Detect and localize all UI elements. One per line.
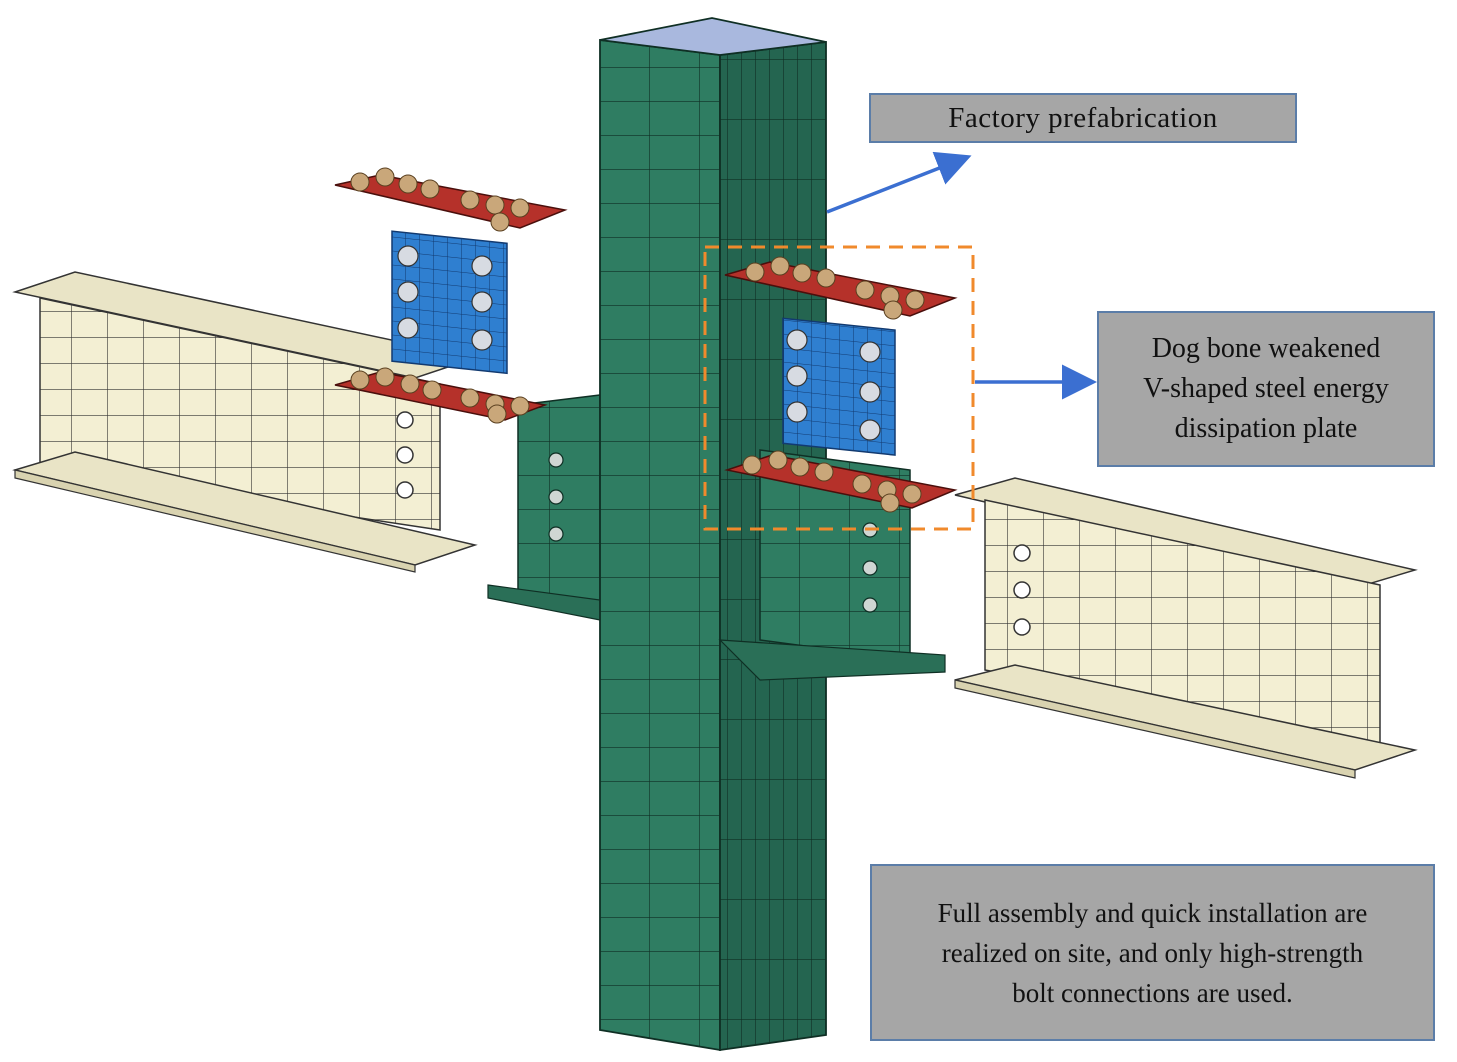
left-column-bracket xyxy=(487,394,601,621)
column-top-face xyxy=(599,17,827,56)
assembly-label-line-1: Full assembly and quick installation are xyxy=(937,897,1368,928)
left-beam xyxy=(12,271,478,573)
right-web-plate-bolts xyxy=(786,329,881,441)
assembly-label-line-2: realized on site, and only high-strength xyxy=(941,937,1364,968)
plate-label-line-1: Dog bone weakened xyxy=(1151,333,1381,364)
plate-label-line-2: V-shaped steel energy xyxy=(1143,373,1389,404)
factory-prefabrication-callout: Factory prefabrication xyxy=(869,93,1297,143)
left-web-plate-bolts xyxy=(397,245,493,351)
factory-prefabrication-label: Factory prefabrication xyxy=(948,101,1218,134)
right-upper-flange-plate xyxy=(724,256,958,320)
assembly-label-line-3: bolt connections are used. xyxy=(1012,977,1293,1008)
left-lower-flange-plate xyxy=(334,367,548,424)
right-beam xyxy=(954,477,1418,779)
energy-dissipation-plate-callout: Dog bone weakened V-shaped steel energy … xyxy=(1097,311,1435,467)
right-lower-flange-plate xyxy=(724,450,958,513)
left-upper-flange-plate xyxy=(334,167,568,232)
factory-arrow xyxy=(826,151,972,214)
site-assembly-callout: Full assembly and quick installation are… xyxy=(870,864,1435,1041)
plate-label-line-3: dissipation plate xyxy=(1174,413,1358,444)
right-column-bracket xyxy=(718,449,946,681)
